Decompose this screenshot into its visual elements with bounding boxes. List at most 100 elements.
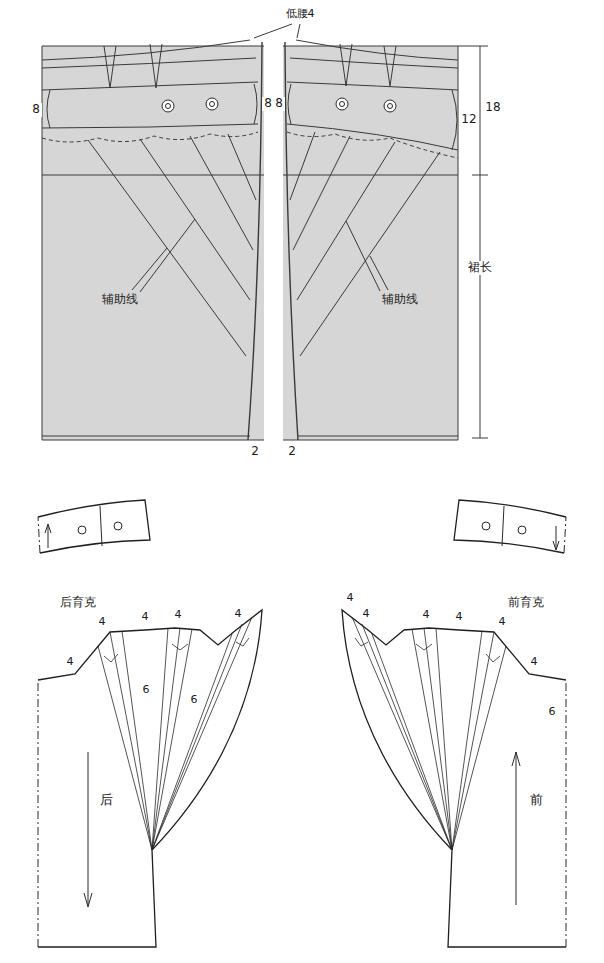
yoke-details bbox=[100, 506, 102, 546]
back-skirt-details bbox=[152, 624, 242, 850]
back-skirt-details bbox=[84, 893, 92, 907]
back-draft-lines bbox=[228, 134, 256, 200]
pleat-number: 6 bbox=[547, 706, 558, 719]
piece-outline-path bbox=[454, 500, 566, 553]
pleat-number: 4 bbox=[233, 608, 244, 621]
back-skirt-details bbox=[104, 654, 118, 662]
pleat-number: 4 bbox=[454, 611, 465, 624]
yoke-details bbox=[556, 526, 557, 548]
front-skirt-details bbox=[372, 634, 452, 850]
button-symbol bbox=[210, 102, 215, 107]
pleat-number: 6 bbox=[141, 684, 152, 697]
front-skirt-details bbox=[516, 752, 517, 905]
front-skirt-details bbox=[352, 617, 452, 850]
back-skirt-details bbox=[152, 629, 192, 850]
back-skirt-details bbox=[122, 631, 152, 850]
guide-line-label: 辅助线 bbox=[100, 293, 140, 307]
yoke-details bbox=[78, 526, 86, 534]
back-draft-lines bbox=[42, 58, 256, 68]
dimension-number: 12 bbox=[459, 113, 478, 127]
back-draft-lines bbox=[140, 219, 195, 292]
dimension-lines bbox=[254, 24, 488, 438]
back-draft-lines bbox=[42, 436, 250, 437]
piece-outline bbox=[30, 600, 270, 955]
front-yoke-piece: 前育克 bbox=[446, 492, 574, 617]
front-draft-lines bbox=[384, 46, 396, 86]
piece-name: 后 bbox=[98, 793, 115, 808]
back-draft-lines bbox=[42, 40, 250, 60]
yoke-details bbox=[38, 506, 566, 553]
piece-name: 前 bbox=[528, 793, 545, 808]
front-draft-lines bbox=[285, 42, 298, 440]
back-skirt-details bbox=[38, 617, 252, 947]
back-skirt-details bbox=[152, 634, 232, 850]
back-draft-lines bbox=[42, 82, 258, 90]
front-draft-lines bbox=[283, 46, 458, 47]
back-draft-lines bbox=[42, 124, 258, 128]
front-skirt-details bbox=[355, 638, 368, 646]
front-draft-lines bbox=[290, 132, 315, 200]
pleat-number: 6 bbox=[189, 694, 200, 707]
dimension-note: 低腰4 bbox=[284, 8, 317, 21]
back-skirt-details bbox=[236, 638, 249, 646]
dimension-number: 2 bbox=[249, 445, 261, 459]
dimension-number: 2 bbox=[286, 445, 298, 459]
pleat-number: 4 bbox=[140, 611, 151, 624]
front-draft-lines bbox=[283, 40, 458, 440]
front-draft-lines bbox=[296, 40, 458, 60]
front-skirt-details bbox=[452, 631, 482, 850]
front-draft-lines bbox=[293, 136, 350, 250]
back-draft-lines bbox=[248, 42, 262, 440]
front-skirt-details bbox=[352, 617, 566, 947]
button-symbol bbox=[206, 98, 218, 110]
pleat-number: 4 bbox=[97, 616, 108, 629]
back-skirt-details bbox=[98, 646, 152, 850]
yoke-details bbox=[114, 522, 122, 530]
piece-outline bbox=[334, 600, 574, 955]
dimension-lines bbox=[480, 46, 481, 438]
yoke-details bbox=[48, 526, 49, 548]
piece-outline-path bbox=[342, 610, 566, 947]
pleat-number: 4 bbox=[529, 656, 540, 669]
yoke-details bbox=[518, 526, 526, 534]
dimension-lines bbox=[297, 24, 300, 38]
button-symbol bbox=[166, 104, 171, 109]
back-skirt-details bbox=[38, 680, 39, 947]
front-skirt-piece: 前 bbox=[334, 600, 574, 955]
front-draft-lines bbox=[458, 46, 459, 440]
button-symbol bbox=[336, 98, 348, 110]
skirt-block-fill bbox=[283, 46, 458, 440]
front-skirt-details bbox=[566, 680, 567, 947]
dimension-lines bbox=[458, 46, 472, 47]
front-skirt-details bbox=[512, 752, 520, 766]
pleat-number: 4 bbox=[65, 656, 76, 669]
back-draft-lines bbox=[42, 40, 264, 440]
dimension-lines bbox=[472, 46, 488, 47]
yoke-details bbox=[482, 522, 490, 530]
back-skirt-details bbox=[88, 752, 89, 905]
dimension-number: 8 bbox=[262, 97, 274, 111]
button-symbol bbox=[340, 102, 345, 107]
dimension-number: 8 bbox=[30, 103, 42, 117]
front-draft-lines bbox=[288, 84, 291, 124]
front-skirt-details bbox=[486, 654, 500, 662]
back-draft-lines bbox=[42, 132, 258, 142]
guide-line-label: 辅助线 bbox=[380, 293, 420, 307]
back-skirt-details bbox=[110, 632, 152, 850]
button-symbol bbox=[162, 98, 396, 112]
piece-name: 后育克 bbox=[58, 596, 98, 610]
front-draft-lines bbox=[298, 436, 458, 437]
back-draft-lines bbox=[150, 44, 162, 88]
front-draft-lines bbox=[370, 256, 388, 290]
button-symbol bbox=[384, 100, 396, 112]
back-draft-lines bbox=[47, 90, 50, 128]
front-skirt-details bbox=[412, 629, 452, 850]
pleat-number: 4 bbox=[345, 592, 356, 605]
dimension-number: 18 bbox=[483, 101, 502, 115]
back-draft-lines bbox=[42, 440, 264, 441]
dimension-number: 8 bbox=[273, 97, 285, 111]
front-draft-lines bbox=[283, 440, 458, 441]
